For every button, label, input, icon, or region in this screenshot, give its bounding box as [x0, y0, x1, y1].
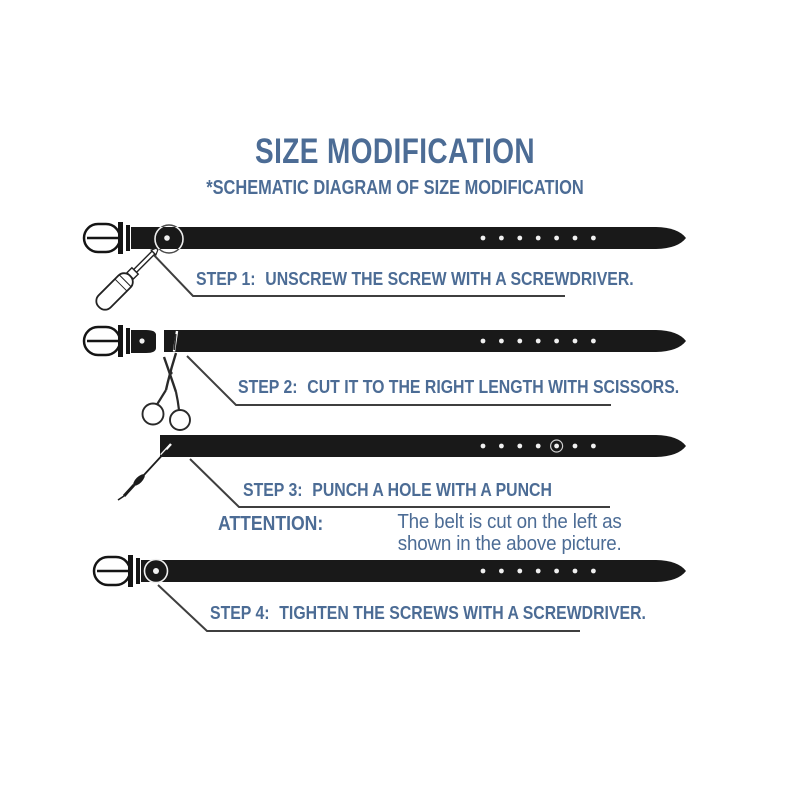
step1-label: STEP 1:	[196, 269, 256, 289]
step4-label: STEP 4:	[210, 603, 270, 623]
step1-caption: STEP 1: UNSCREW THE SCREW WITH A SCREWDRI…	[196, 268, 634, 290]
belt1-holes	[480, 235, 596, 241]
attention-line1: The belt is cut on the left as	[397, 511, 622, 533]
belt-step4-illustration	[92, 555, 686, 587]
step4-caption: STEP 4: TIGHTEN THE SCREWS WITH A SCREWDR…	[210, 602, 646, 624]
attention-label: ATTENTION:	[218, 513, 324, 535]
belt-step1-illustration	[82, 222, 686, 311]
belt2-holes	[480, 338, 596, 344]
page-subtitle: *SCHEMATIC DIAGRAM OF SIZE MODIFICATION	[0, 176, 790, 200]
leader-line-step1	[150, 251, 565, 297]
leader-line-step4	[157, 584, 580, 632]
leader-line-step3	[189, 458, 610, 508]
leader-line-step2	[186, 355, 611, 406]
page-title-text: SIZE MODIFICATION	[254, 132, 536, 171]
belt-step3-illustration	[117, 435, 686, 501]
page-title: SIZE MODIFICATION	[0, 132, 790, 172]
step2-caption: STEP 2: CUT IT TO THE RIGHT LENGTH WITH S…	[238, 376, 679, 398]
step2-text: CUT IT TO THE RIGHT LENGTH WITH SCISSORS…	[307, 377, 680, 397]
new-hole-ring	[549, 439, 564, 453]
step1-text: UNSCREW THE SCREW WITH A SCREWDRIVER.	[265, 269, 634, 289]
step2-label: STEP 2:	[238, 377, 298, 397]
punch-icon	[117, 443, 172, 501]
belt-step2-illustration	[82, 325, 686, 431]
belt3-holes	[480, 443, 596, 449]
page-subtitle-text: *SCHEMATIC DIAGRAM OF SIZE MODIFICATION	[206, 176, 584, 199]
step3-caption: STEP 3: PUNCH A HOLE WITH A PUNCH	[243, 479, 552, 501]
screw-highlight-ring	[143, 558, 169, 584]
step4-text: TIGHTEN THE SCREWS WITH A SCREWDRIVER.	[279, 603, 646, 623]
scissors-icon	[141, 333, 191, 431]
step3-label: STEP 3:	[243, 480, 303, 500]
screwdriver-icon	[95, 247, 159, 311]
step3-text: PUNCH A HOLE WITH A PUNCH	[312, 480, 552, 500]
attention-line2: shown in the above picture.	[398, 532, 622, 555]
belt4-holes	[480, 568, 596, 574]
attention-text: The belt is cut on the left as shown in …	[397, 511, 622, 555]
